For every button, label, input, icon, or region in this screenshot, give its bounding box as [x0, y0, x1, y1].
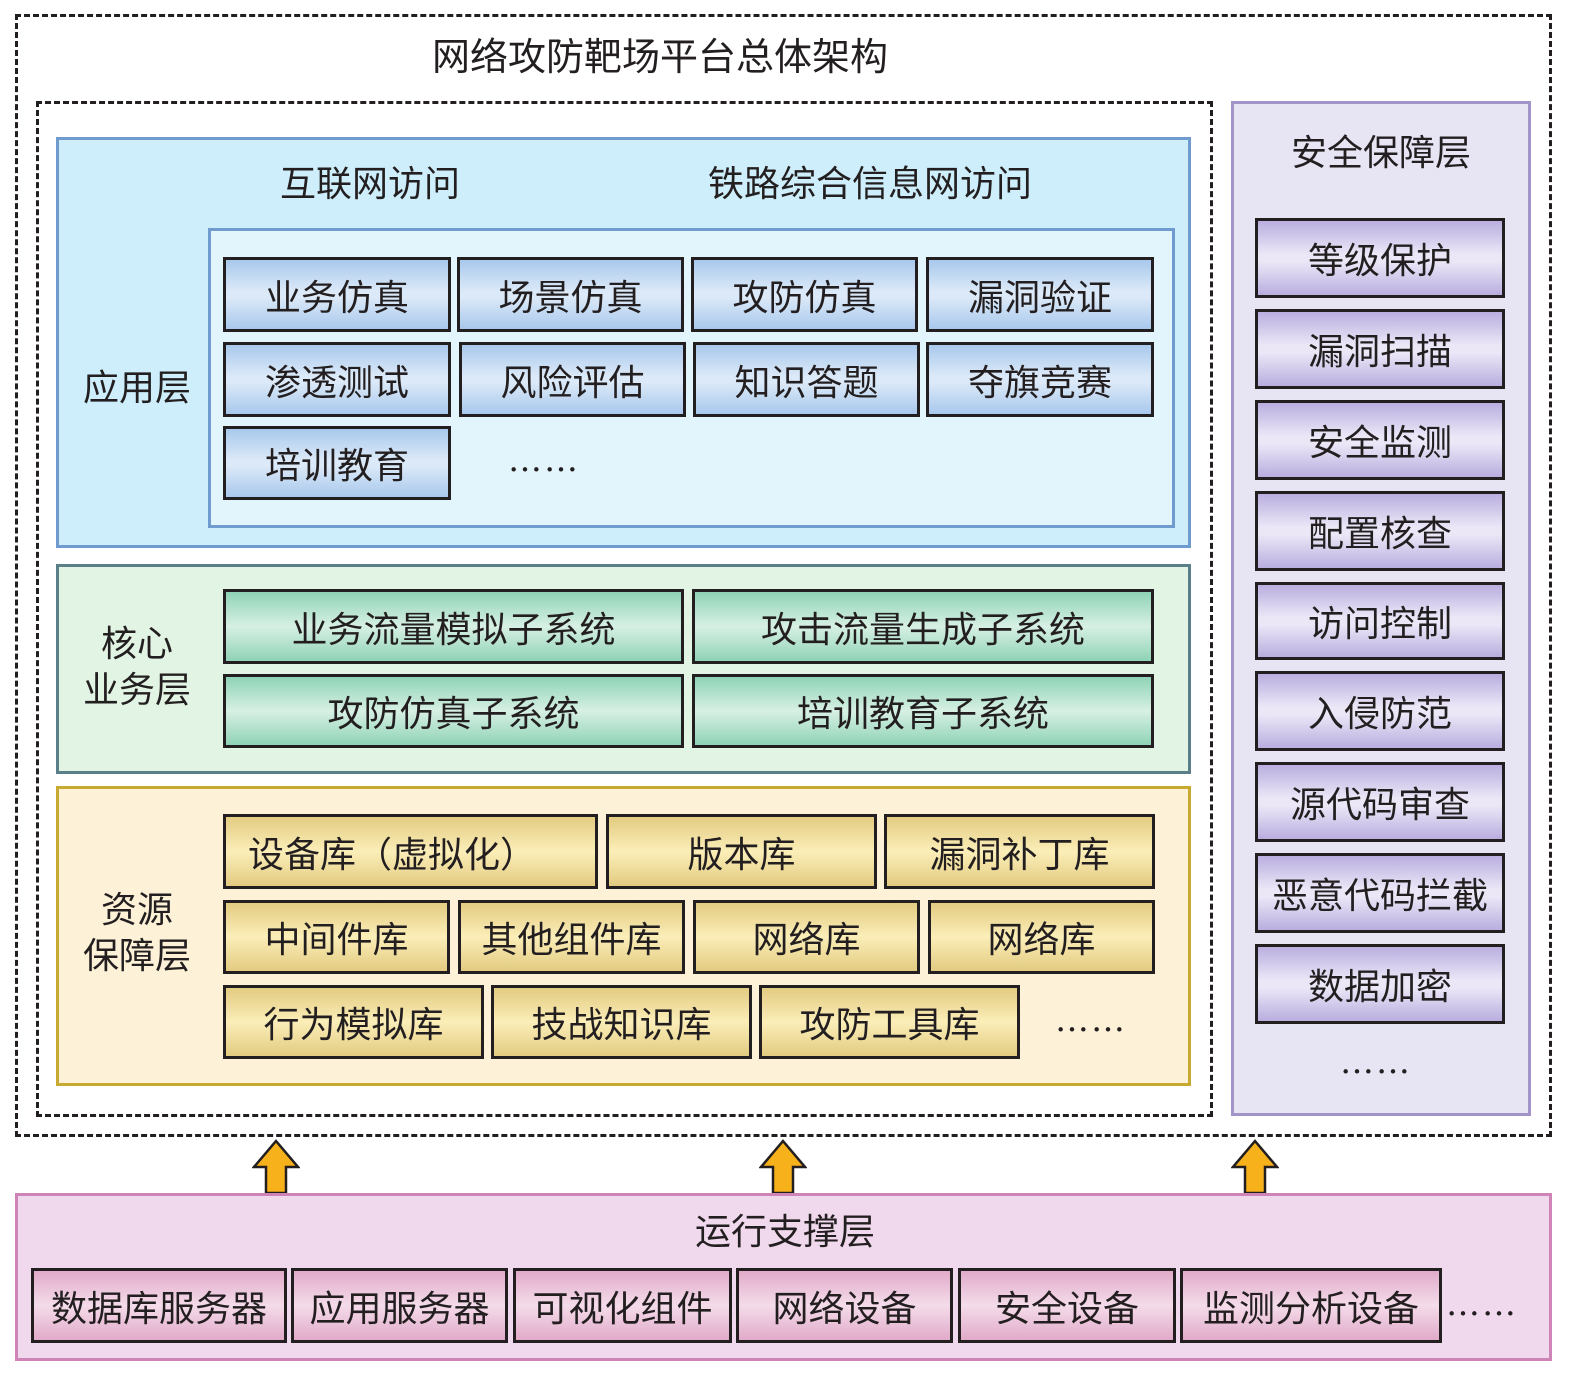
library-behavior-simulation: 行为模拟库	[223, 985, 484, 1059]
security-monitoring: 安全监测	[1255, 400, 1505, 480]
operation-layer-label: 运行支撑层	[694, 1212, 875, 1253]
application-more-ellipsis: ……	[508, 440, 580, 480]
library-version: 版本库	[606, 814, 877, 889]
resource-layer-label-line2: 保障层	[82, 936, 191, 977]
security-access-control: 访问控制	[1255, 582, 1505, 660]
module-knowledge-quiz: 知识答题	[693, 342, 920, 417]
security-vulnerability-scan: 漏洞扫描	[1255, 309, 1505, 389]
subsystem-business-traffic-simulation: 业务流量模拟子系统	[223, 589, 684, 664]
device-database-server: 数据库服务器	[31, 1268, 287, 1343]
security-data-encryption: 数据加密	[1255, 944, 1505, 1024]
module-vulnerability-verification: 漏洞验证	[926, 257, 1154, 332]
library-network-1: 网络库	[693, 900, 920, 974]
subsystem-attack-traffic-generation: 攻击流量生成子系统	[692, 589, 1154, 664]
library-other-components: 其他组件库	[458, 900, 685, 974]
module-attack-defense-simulation: 攻防仿真	[691, 257, 918, 332]
module-training-education: 培训教育	[223, 426, 451, 500]
subsystem-attack-defense-simulation: 攻防仿真子系统	[223, 674, 684, 748]
library-network-2: 网络库	[928, 900, 1155, 974]
module-risk-assessment: 风险评估	[459, 342, 686, 417]
device-network-equipment: 网络设备	[736, 1268, 953, 1343]
module-business-simulation: 业务仿真	[223, 257, 451, 332]
railway-network-access-label: 铁路综合信息网访问	[707, 164, 1032, 205]
library-attack-defense-tools: 攻防工具库	[759, 985, 1020, 1059]
library-middleware: 中间件库	[223, 900, 450, 974]
module-capture-the-flag: 夺旗竞赛	[926, 342, 1154, 417]
operation-more-ellipsis: ……	[1446, 1284, 1518, 1324]
diagram-title: 网络攻防靶场平台总体架构	[431, 35, 888, 79]
device-security-equipment: 安全设备	[958, 1268, 1176, 1343]
security-config-check: 配置核查	[1255, 491, 1505, 571]
subsystem-training-education: 培训教育子系统	[692, 674, 1154, 748]
security-more-ellipsis: ……	[1340, 1042, 1412, 1082]
up-arrow-icon	[759, 1139, 807, 1195]
application-layer-label: 应用层	[82, 368, 191, 409]
device-application-server: 应用服务器	[291, 1268, 508, 1343]
device-visualization-component: 可视化组件	[513, 1268, 732, 1343]
platform-boundary	[15, 14, 1552, 1137]
security-layer-label: 安全保障层	[1290, 133, 1471, 174]
up-arrow-icon	[252, 1139, 300, 1195]
core-layer-label-line2: 业务层	[82, 670, 191, 711]
resource-more-ellipsis: ……	[1055, 1000, 1127, 1040]
device-monitoring-analysis: 监测分析设备	[1180, 1268, 1442, 1343]
library-tactics-knowledge: 技战知识库	[491, 985, 752, 1059]
module-penetration-test: 渗透测试	[223, 342, 451, 417]
internet-access-label: 互联网访问	[279, 164, 460, 205]
security-classified-protection: 等级保护	[1255, 218, 1505, 298]
up-arrow-icon	[1231, 1139, 1279, 1195]
core-layer-label-line1: 核心	[100, 624, 173, 665]
security-source-code-audit: 源代码审查	[1255, 762, 1505, 842]
resource-layer-label-line1: 资源	[100, 890, 173, 931]
library-vulnerability-patch: 漏洞补丁库	[884, 814, 1155, 889]
module-scenario-simulation: 场景仿真	[457, 257, 684, 332]
main-layers-boundary	[36, 101, 1213, 1117]
library-device-virtualized: 设备库（虚拟化）	[223, 814, 598, 889]
security-malware-interception: 恶意代码拦截	[1255, 853, 1505, 933]
security-intrusion-prevention: 入侵防范	[1255, 671, 1505, 751]
